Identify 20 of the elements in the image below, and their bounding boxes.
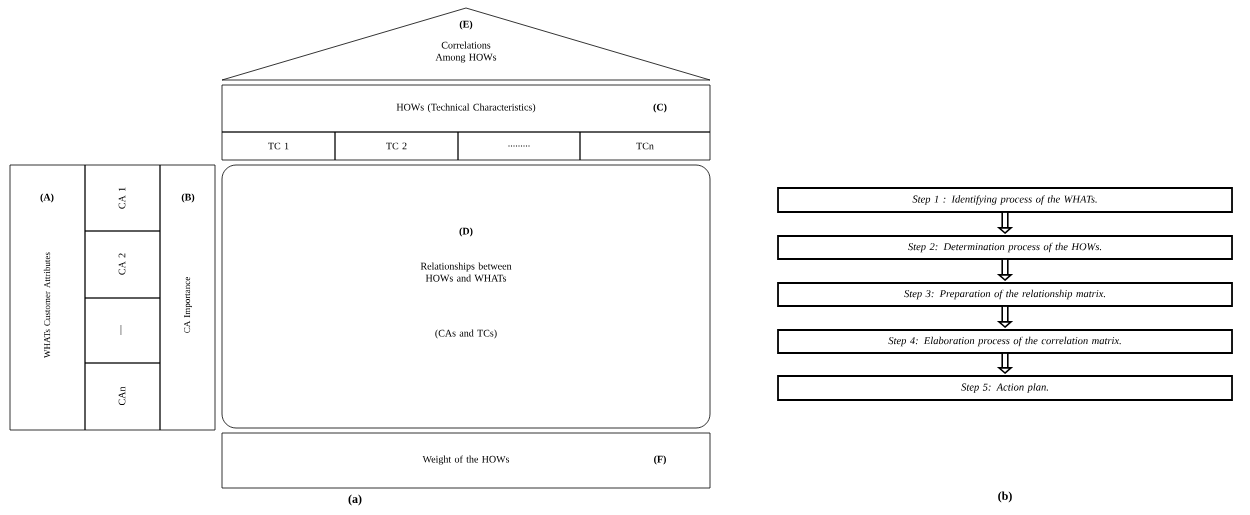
step-box: Step 4: Elaboration process of the correlation matrix. (777, 329, 1233, 354)
step-box: Step 2: Determination process of the HOWs. (777, 235, 1233, 260)
matrix-cell: TC 1 (221, 131, 336, 161)
roof-triangle: (E) Correlations Among HOWs (221, 7, 711, 81)
side-column: (A) WHATs Customer Attributes (9, 164, 86, 431)
matrix-cell: ......... (457, 131, 581, 161)
matrix-cell: CA 2 (84, 230, 161, 299)
panel-label: (b) (998, 491, 1012, 503)
step-box: Step 3: Preparation of the relationship matrix. (777, 282, 1233, 307)
matrix-cell: CAn (84, 362, 161, 431)
matrix-cell: TC 2 (334, 131, 459, 161)
header-box: HOWs (Technical Characteristics) (C) (221, 84, 711, 133)
step-box: Step 5: Action plan. (777, 375, 1233, 401)
matrix-cell: CA 1 (84, 164, 161, 232)
matrix-cell: — (84, 297, 161, 364)
step-box: Step 1 : Identifying process of the WHATs. (777, 187, 1233, 213)
weight-box: Weight of the HOWs (F) (221, 432, 711, 489)
matrix-cell: TCn (579, 131, 711, 161)
side-column: (B) CA Importance (159, 164, 216, 431)
relationship-matrix: (D) Relationships between HOWs and WHATs (CAs and TCs) (221, 164, 711, 429)
